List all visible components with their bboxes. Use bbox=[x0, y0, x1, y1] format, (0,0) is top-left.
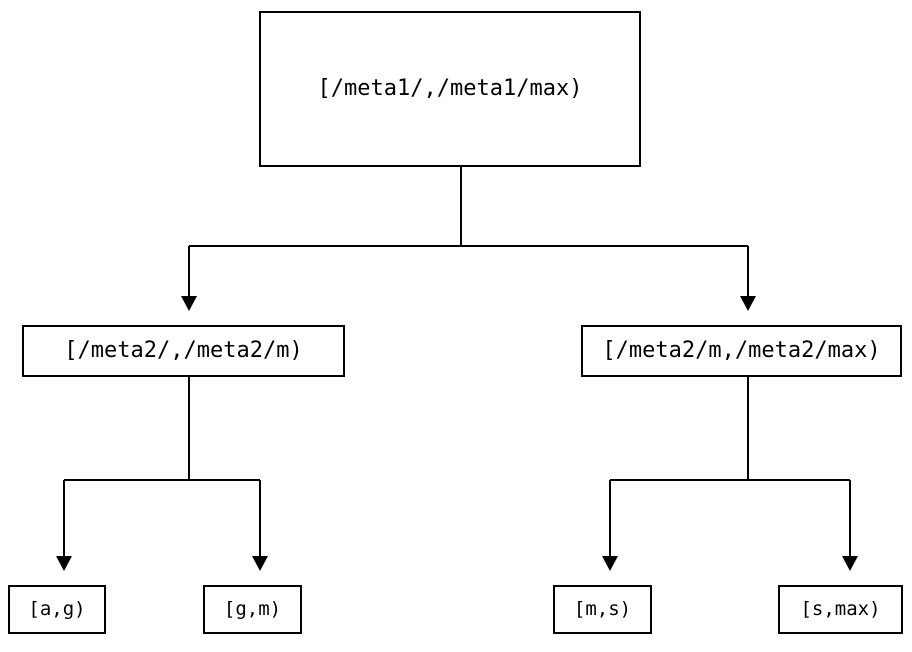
arrowhead-to-meta2-high bbox=[740, 296, 756, 311]
tree-node-leaf-gm[interactable]: [g,m) bbox=[203, 585, 302, 634]
tree-node-root-label: [/meta1/,/meta1/max) bbox=[317, 75, 583, 101]
tree-node-leaf-ms[interactable]: [m,s) bbox=[553, 585, 652, 634]
tree-node-leaf-smax[interactable]: [s,max) bbox=[778, 585, 903, 634]
arrowhead-to-leaf-ag bbox=[56, 556, 72, 571]
tree-node-meta2-low-label: [/meta2/,/meta2/m) bbox=[64, 337, 303, 363]
arrowhead-to-meta2-low bbox=[181, 296, 197, 311]
tree-node-meta2-high[interactable]: [/meta2/m,/meta2/max) bbox=[581, 325, 902, 377]
tree-node-meta2-high-label: [/meta2/m,/meta2/max) bbox=[602, 337, 881, 363]
tree-node-root[interactable]: [/meta1/,/meta1/max) bbox=[259, 11, 641, 167]
tree-node-leaf-smax-label: [s,max) bbox=[800, 598, 881, 621]
arrowhead-to-leaf-gm bbox=[252, 556, 268, 571]
tree-node-leaf-gm-label: [g,m) bbox=[223, 598, 282, 621]
tree-node-leaf-ag[interactable]: [a,g) bbox=[8, 585, 106, 634]
arrowhead-to-leaf-ms bbox=[602, 556, 618, 571]
arrowhead-to-leaf-smax bbox=[842, 556, 858, 571]
tree-node-leaf-ms-label: [m,s) bbox=[573, 598, 632, 621]
tree-node-leaf-ag-label: [a,g) bbox=[28, 598, 86, 621]
tree-node-meta2-low[interactable]: [/meta2/,/meta2/m) bbox=[22, 325, 345, 377]
